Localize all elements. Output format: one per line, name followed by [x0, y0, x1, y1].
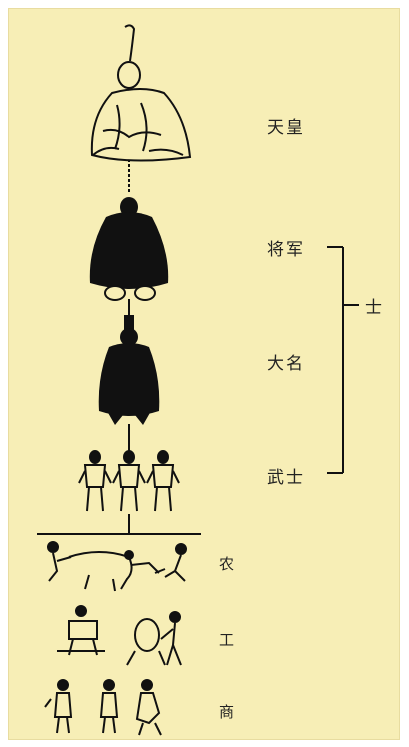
social-hierarchy-figures	[37, 24, 359, 736]
bushi-figures	[78, 450, 180, 512]
merchants-scene	[44, 679, 162, 736]
emperor-figure	[90, 24, 192, 162]
label-emperor: 天皇	[267, 118, 305, 138]
label-artisans: 工	[219, 631, 236, 649]
samurai-class-bracket	[327, 246, 359, 474]
label-bushi: 武士	[267, 468, 305, 488]
warrior-figure	[146, 450, 180, 512]
warrior-figure	[112, 450, 146, 512]
farmers-scene	[47, 541, 187, 592]
label-farmers: 农	[219, 555, 236, 573]
label-merchants: 商	[219, 703, 236, 721]
warrior-figure	[78, 450, 112, 512]
daimyo-figure	[98, 315, 160, 425]
diagram-canvas: 天皇 将军 大名 武士 士 农 工 商	[8, 8, 400, 740]
label-samurai-class: 士	[365, 298, 384, 318]
label-daimyo: 大名	[267, 354, 305, 374]
label-shogun: 将军	[267, 240, 305, 260]
shogun-figure	[89, 197, 169, 301]
artisans-scene	[57, 605, 182, 666]
